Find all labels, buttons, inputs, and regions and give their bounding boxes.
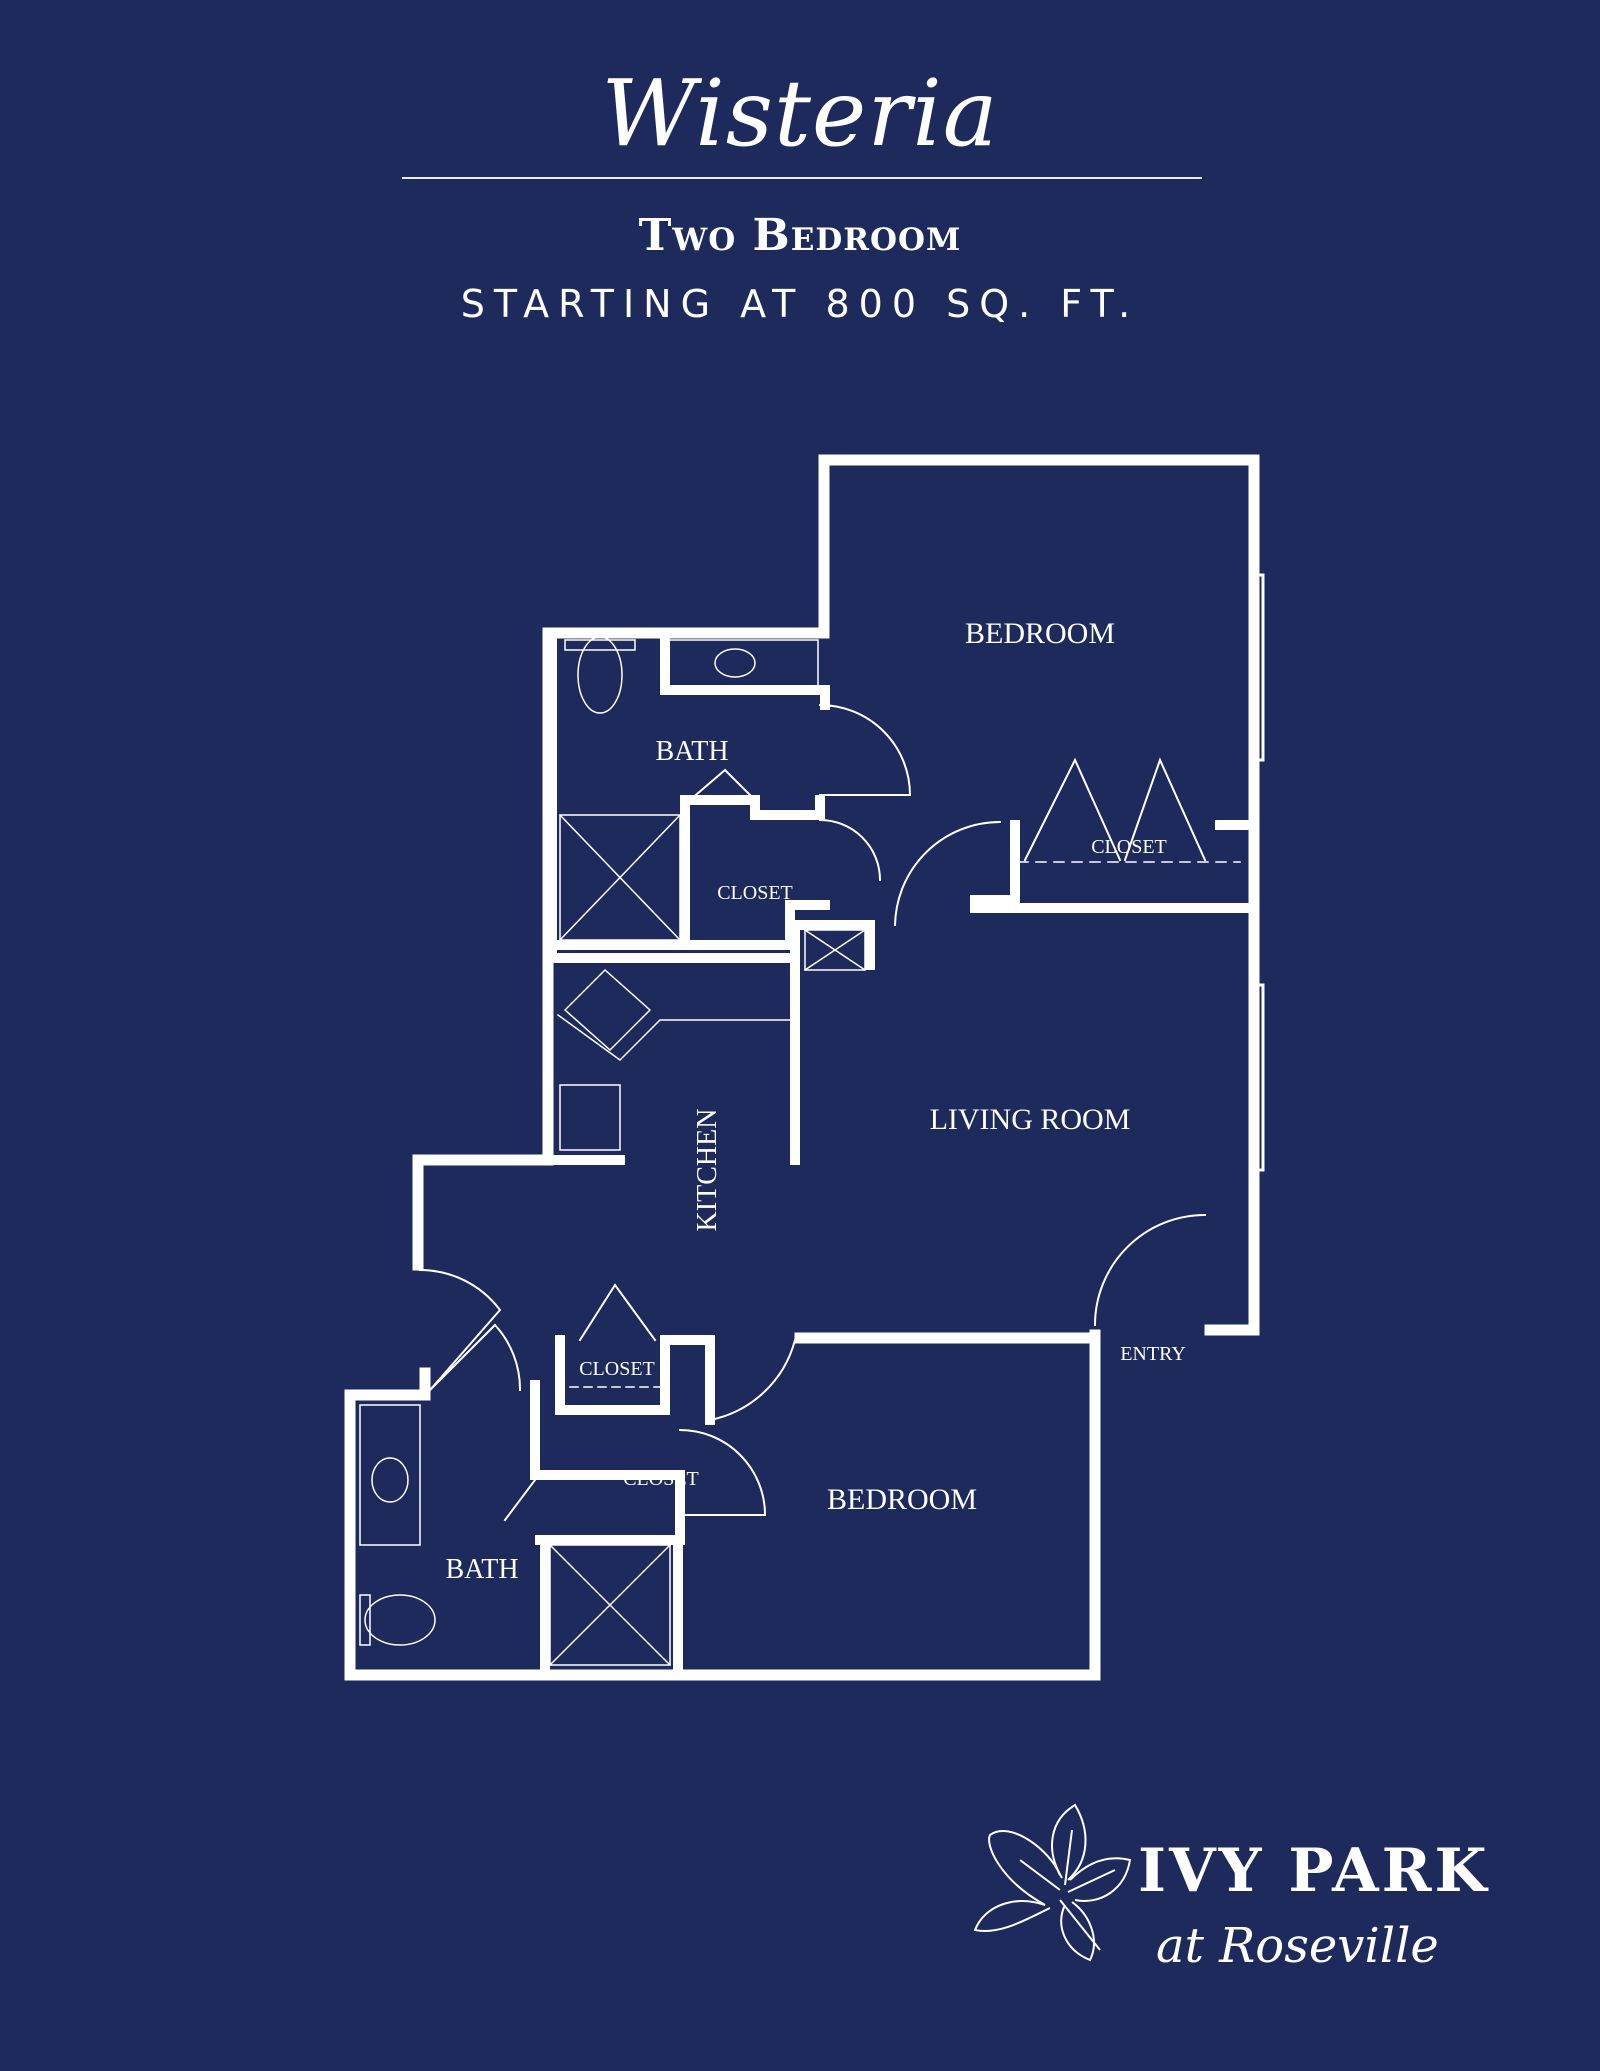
wall-left-lower bbox=[344, 1329, 1101, 1681]
label-closet-lower-upper: CLOSET bbox=[579, 1358, 655, 1380]
title-divider bbox=[402, 177, 1202, 179]
sink-bottom bbox=[371, 1457, 409, 1503]
door-swing-bath-lower bbox=[418, 1268, 502, 1392]
door-swing-bath-closet bbox=[688, 768, 757, 802]
wall-right-living bbox=[1204, 909, 1260, 1336]
door-swing-closet-center bbox=[818, 818, 882, 882]
plan-area: STARTING AT 800 SQ. FT. bbox=[460, 282, 1140, 326]
wall-bath-top-counter bbox=[660, 635, 825, 695]
plan-subtitle: Two Bedroom bbox=[638, 210, 962, 261]
pantry-box bbox=[804, 929, 866, 971]
label-entry: ENTRY bbox=[1120, 1343, 1186, 1365]
door-swing-bed-bottom bbox=[708, 1338, 797, 1422]
door-swing-bath-lower-2 bbox=[428, 1323, 522, 1392]
wall-top-bedroom bbox=[818, 454, 1260, 921]
door-swing-bedroom bbox=[893, 820, 1002, 927]
door-swing-closet-lower-upper bbox=[578, 1283, 657, 1342]
wall-closet-lower-a bbox=[555, 1335, 715, 1425]
kitchen-counter bbox=[556, 1013, 791, 1061]
wall-closet-upper bbox=[680, 795, 825, 820]
shower-top bbox=[559, 814, 681, 941]
shower-bottom bbox=[549, 1544, 671, 1666]
label-closet-center: CLOSET bbox=[717, 882, 793, 904]
bath-counter-bottom bbox=[359, 1404, 421, 1546]
door-swing-bifold-top bbox=[1023, 757, 1207, 862]
wall-closet-lower-b bbox=[530, 1380, 685, 1545]
label-bath-top: BATH bbox=[655, 736, 728, 767]
toilet-top bbox=[577, 636, 623, 714]
brand-subtitle: at Roseville bbox=[1156, 1918, 1439, 1974]
door-swing-entry bbox=[1093, 1213, 1207, 1327]
sink-top bbox=[714, 648, 756, 678]
window-bedroom bbox=[1248, 573, 1265, 762]
ivy-leaf-icon bbox=[973, 1803, 1132, 1962]
label-living-room: LIVING ROOM bbox=[930, 1103, 1131, 1136]
toilet-tank-top bbox=[564, 639, 636, 651]
label-bedroom-bottom: BEDROOM bbox=[827, 1483, 977, 1516]
range bbox=[559, 1084, 621, 1151]
label-bath-bottom: BATH bbox=[445, 1554, 518, 1585]
brand-name: IVY PARK bbox=[1138, 1836, 1490, 1906]
label-kitchen: KITCHEN bbox=[692, 1109, 723, 1232]
wall-pantry bbox=[800, 920, 875, 970]
label-bedroom-top: BEDROOM bbox=[965, 617, 1115, 650]
kitchen-sink bbox=[563, 968, 652, 1052]
toilet-tank-bottom bbox=[359, 1594, 371, 1646]
plan-title: Wisteria bbox=[601, 60, 999, 167]
toilet-bottom bbox=[364, 1594, 436, 1646]
door-swing-bath-top bbox=[818, 703, 912, 796]
label-closet-top-right: CLOSET bbox=[1091, 836, 1167, 858]
door-swing-closet-lower bbox=[678, 1428, 767, 1516]
wall-bedroom-closet-top bbox=[970, 820, 1020, 910]
label-closet-lower-lower: CLOSET bbox=[623, 1468, 699, 1490]
sink-counter-top bbox=[667, 639, 819, 689]
plan-walls bbox=[344, 454, 1265, 1681]
door-swing-bath-lower-closet bbox=[503, 1478, 537, 1522]
window-living bbox=[1248, 983, 1265, 1172]
